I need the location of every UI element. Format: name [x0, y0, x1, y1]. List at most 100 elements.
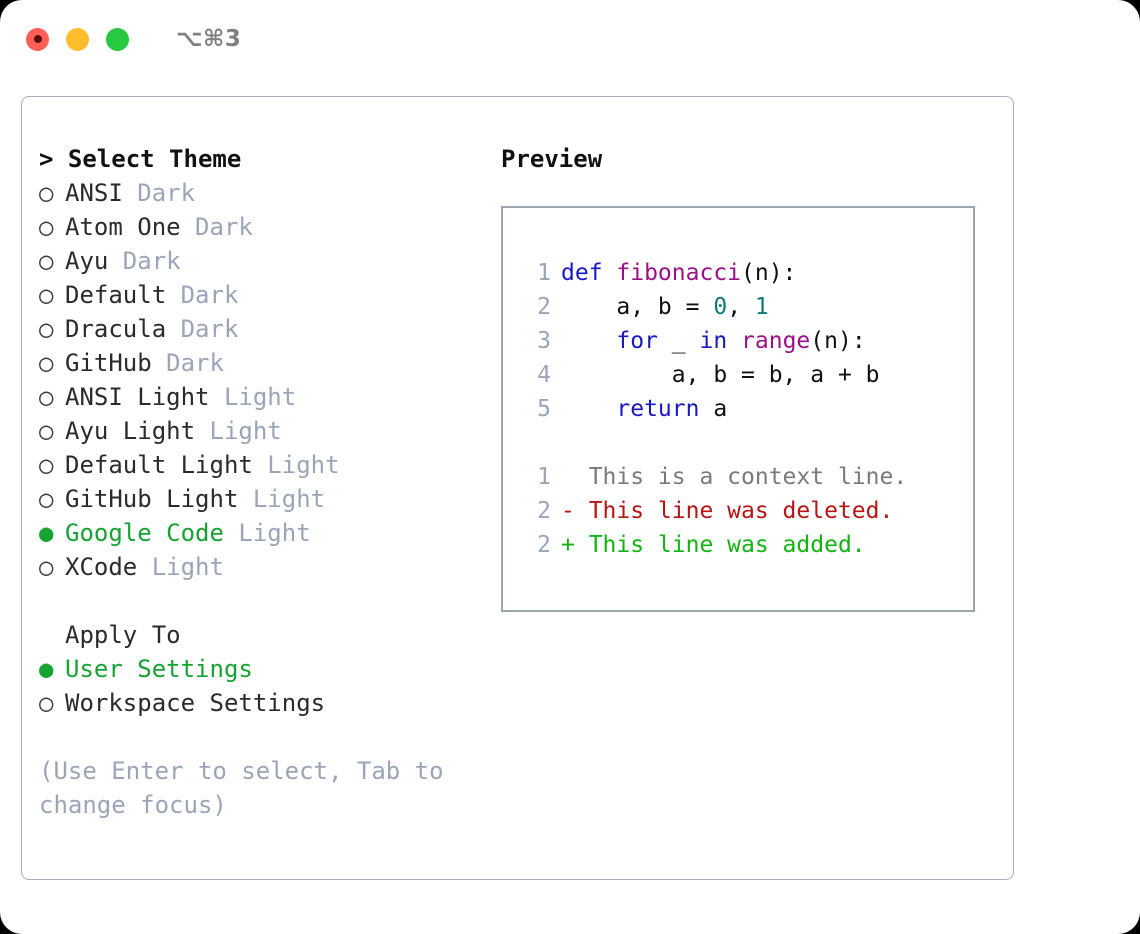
theme-list-item[interactable]: ○Dracula Dark — [39, 312, 489, 346]
keyboard-hint-text: (Use Enter to select, Tab to change focu… — [39, 757, 444, 819]
close-button-icon[interactable] — [26, 27, 49, 51]
code-line: 3 for _ in range(n): — [503, 324, 973, 358]
theme-list-item[interactable]: ○Default Dark — [39, 278, 489, 312]
line-number: 2 — [537, 532, 551, 558]
apply-to-label: Workspace Settings — [65, 689, 326, 717]
code-line: 2 a, b = 0, 1 — [503, 290, 973, 324]
line-number: 3 — [537, 328, 551, 354]
line-number: 2 — [537, 294, 551, 320]
radio-unselected-icon: ○ — [39, 315, 54, 343]
theme-picker-column: > Select Theme ○ANSI Dark○Atom One Dark○… — [39, 142, 489, 822]
line-number: 4 — [537, 362, 551, 388]
radio-unselected-icon: ○ — [39, 417, 54, 445]
line-number: 5 — [537, 396, 551, 422]
theme-list-item[interactable]: ○ Ayu Dark — [39, 244, 489, 278]
code-token: (n): — [741, 260, 797, 286]
theme-list-item[interactable]: ○ GitHub Dark — [39, 346, 489, 380]
diff-snippet: 1 This is a context line.2- This line wa… — [503, 460, 973, 562]
theme-list-item[interactable]: ○Default Light Light — [39, 448, 489, 482]
theme-list-item[interactable]: ○ ANSI Dark — [39, 176, 489, 210]
theme-variant-badge: Light — [238, 485, 326, 513]
theme-name-label: Default Light — [65, 451, 253, 479]
diff-line: 2- This line was deleted. — [503, 494, 973, 528]
theme-name-label: Dracula — [65, 315, 167, 343]
diff-line: 1 This is a context line. — [503, 460, 973, 494]
line-number: 1 — [537, 260, 551, 286]
theme-variant-badge: Dark — [166, 281, 239, 309]
apply-to-heading: Apply To — [65, 621, 181, 649]
code-token — [727, 328, 741, 354]
theme-name-label: Default — [65, 281, 167, 309]
code-token: 1 — [754, 294, 769, 320]
theme-list[interactable]: ○ANSI Dark○Atom One Dark○Ayu Dark○Defaul… — [39, 176, 489, 584]
theme-name-label: Atom One — [65, 213, 181, 241]
window-controls — [26, 27, 129, 51]
radio-unselected-icon: ○ — [39, 553, 54, 581]
code-token: (n): — [810, 328, 866, 354]
line-number: 1 — [537, 464, 551, 490]
radio-unselected-icon: ○ — [39, 179, 54, 207]
keyboard-shortcut-label: ⌥⌘3 — [176, 26, 242, 52]
apply-to-item[interactable]: ○ Workspace Settings — [39, 686, 489, 720]
code-token: for — [616, 328, 658, 354]
code-token: _ — [657, 328, 700, 354]
theme-variant-badge: Dark — [180, 213, 253, 241]
theme-name-label: GitHub — [65, 349, 152, 377]
radio-unselected-icon: ○ — [39, 247, 54, 275]
radio-unselected-icon: ○ — [39, 485, 54, 513]
code-token: a — [699, 396, 728, 422]
theme-list-item[interactable]: ○Atom One Dark — [39, 210, 489, 244]
preview-title: Preview — [501, 145, 603, 173]
main-panel: > Select Theme ○ANSI Dark○Atom One Dark○… — [21, 96, 1014, 880]
code-line: 1 def fibonacci(n): — [503, 256, 973, 290]
theme-name-label: Ayu — [65, 247, 109, 275]
radio-selected-icon: ● — [39, 519, 54, 547]
theme-variant-badge: Dark — [122, 179, 196, 207]
theme-variant-badge: Light — [223, 519, 311, 547]
theme-variant-badge: Light — [195, 417, 282, 445]
code-token: def — [561, 260, 617, 286]
code-token: fibonacci — [616, 260, 742, 286]
maximize-button-icon[interactable] — [106, 27, 129, 51]
code-token: 0 — [713, 294, 728, 320]
theme-name-label: ANSI — [65, 179, 123, 207]
radio-selected-icon: ● — [39, 655, 54, 683]
theme-list-item[interactable]: ○ GitHub Light Light — [39, 482, 489, 516]
select-theme-heading: > Select Theme — [39, 145, 242, 173]
theme-name-label: Ayu Light — [65, 417, 196, 445]
code-token: range — [741, 328, 811, 354]
code-token: a, b = — [561, 294, 714, 320]
code-line: 4 a, b = b, a + b — [503, 358, 973, 392]
apply-to-item[interactable]: ●User Settings — [39, 652, 489, 686]
code-diff-gap — [503, 426, 973, 460]
code-token: in — [699, 328, 728, 354]
theme-list-item[interactable]: ○ANSI Light Light — [39, 380, 489, 414]
list-spacer — [39, 584, 489, 618]
radio-unselected-icon: ○ — [39, 689, 54, 717]
code-token — [561, 328, 616, 354]
radio-unselected-icon: ○ — [39, 451, 54, 479]
code-token: , — [727, 294, 755, 320]
theme-name-label: XCode — [65, 553, 138, 581]
radio-unselected-icon: ○ — [39, 349, 54, 377]
theme-variant-badge: Light — [137, 553, 224, 581]
code-line: 5 return a — [503, 392, 973, 426]
theme-name-label: GitHub Light — [65, 485, 239, 513]
theme-name-label: ANSI Light — [65, 383, 210, 411]
code-token: a, b = b, a + b — [561, 362, 880, 388]
theme-variant-badge: Light — [209, 383, 297, 411]
theme-variant-badge: Dark — [108, 247, 181, 275]
theme-variant-badge: Dark — [151, 349, 224, 377]
diff-line: 2 + This line was added. — [503, 528, 973, 562]
diff-line-text: + This line was added. — [561, 532, 866, 558]
apply-to-list[interactable]: ●User Settings ○ Workspace Settings — [39, 652, 489, 720]
theme-list-item[interactable]: ○ XCode Light — [39, 550, 489, 584]
line-number: 2 — [537, 498, 551, 524]
theme-list-item[interactable]: ●Google Code Light — [39, 516, 489, 550]
theme-list-item[interactable]: ○ Ayu Light Light — [39, 414, 489, 448]
minimize-button-icon[interactable] — [66, 27, 89, 51]
